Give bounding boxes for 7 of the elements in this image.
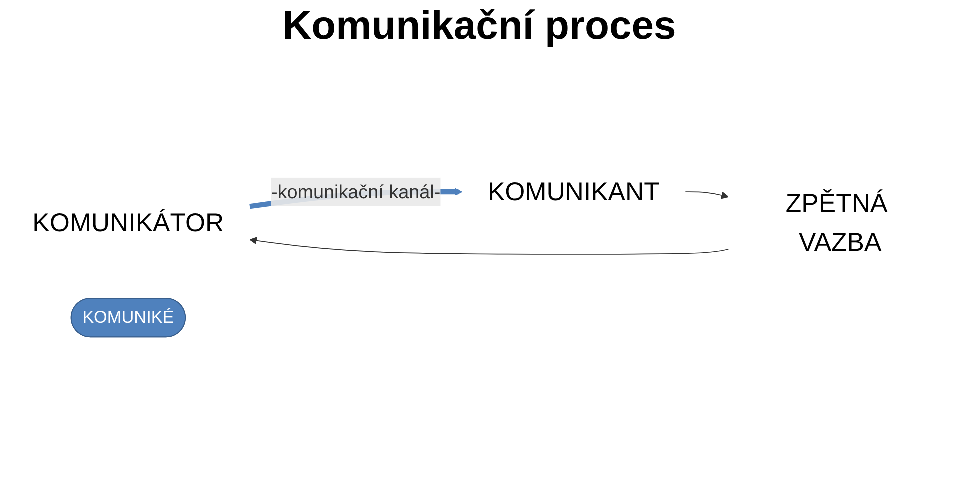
edge-label: -komunikační kanál-: [271, 182, 441, 204]
node-text: ZPĚTNÁ VAZBA: [786, 190, 888, 258]
arrow: [250, 238, 730, 256]
arrow: [685, 192, 729, 200]
title: Komunikační proces: [282, 4, 678, 49]
node-text: KOMUNIKÁTOR: [32, 210, 224, 238]
node-text: KOMUNIKANT: [488, 178, 660, 207]
